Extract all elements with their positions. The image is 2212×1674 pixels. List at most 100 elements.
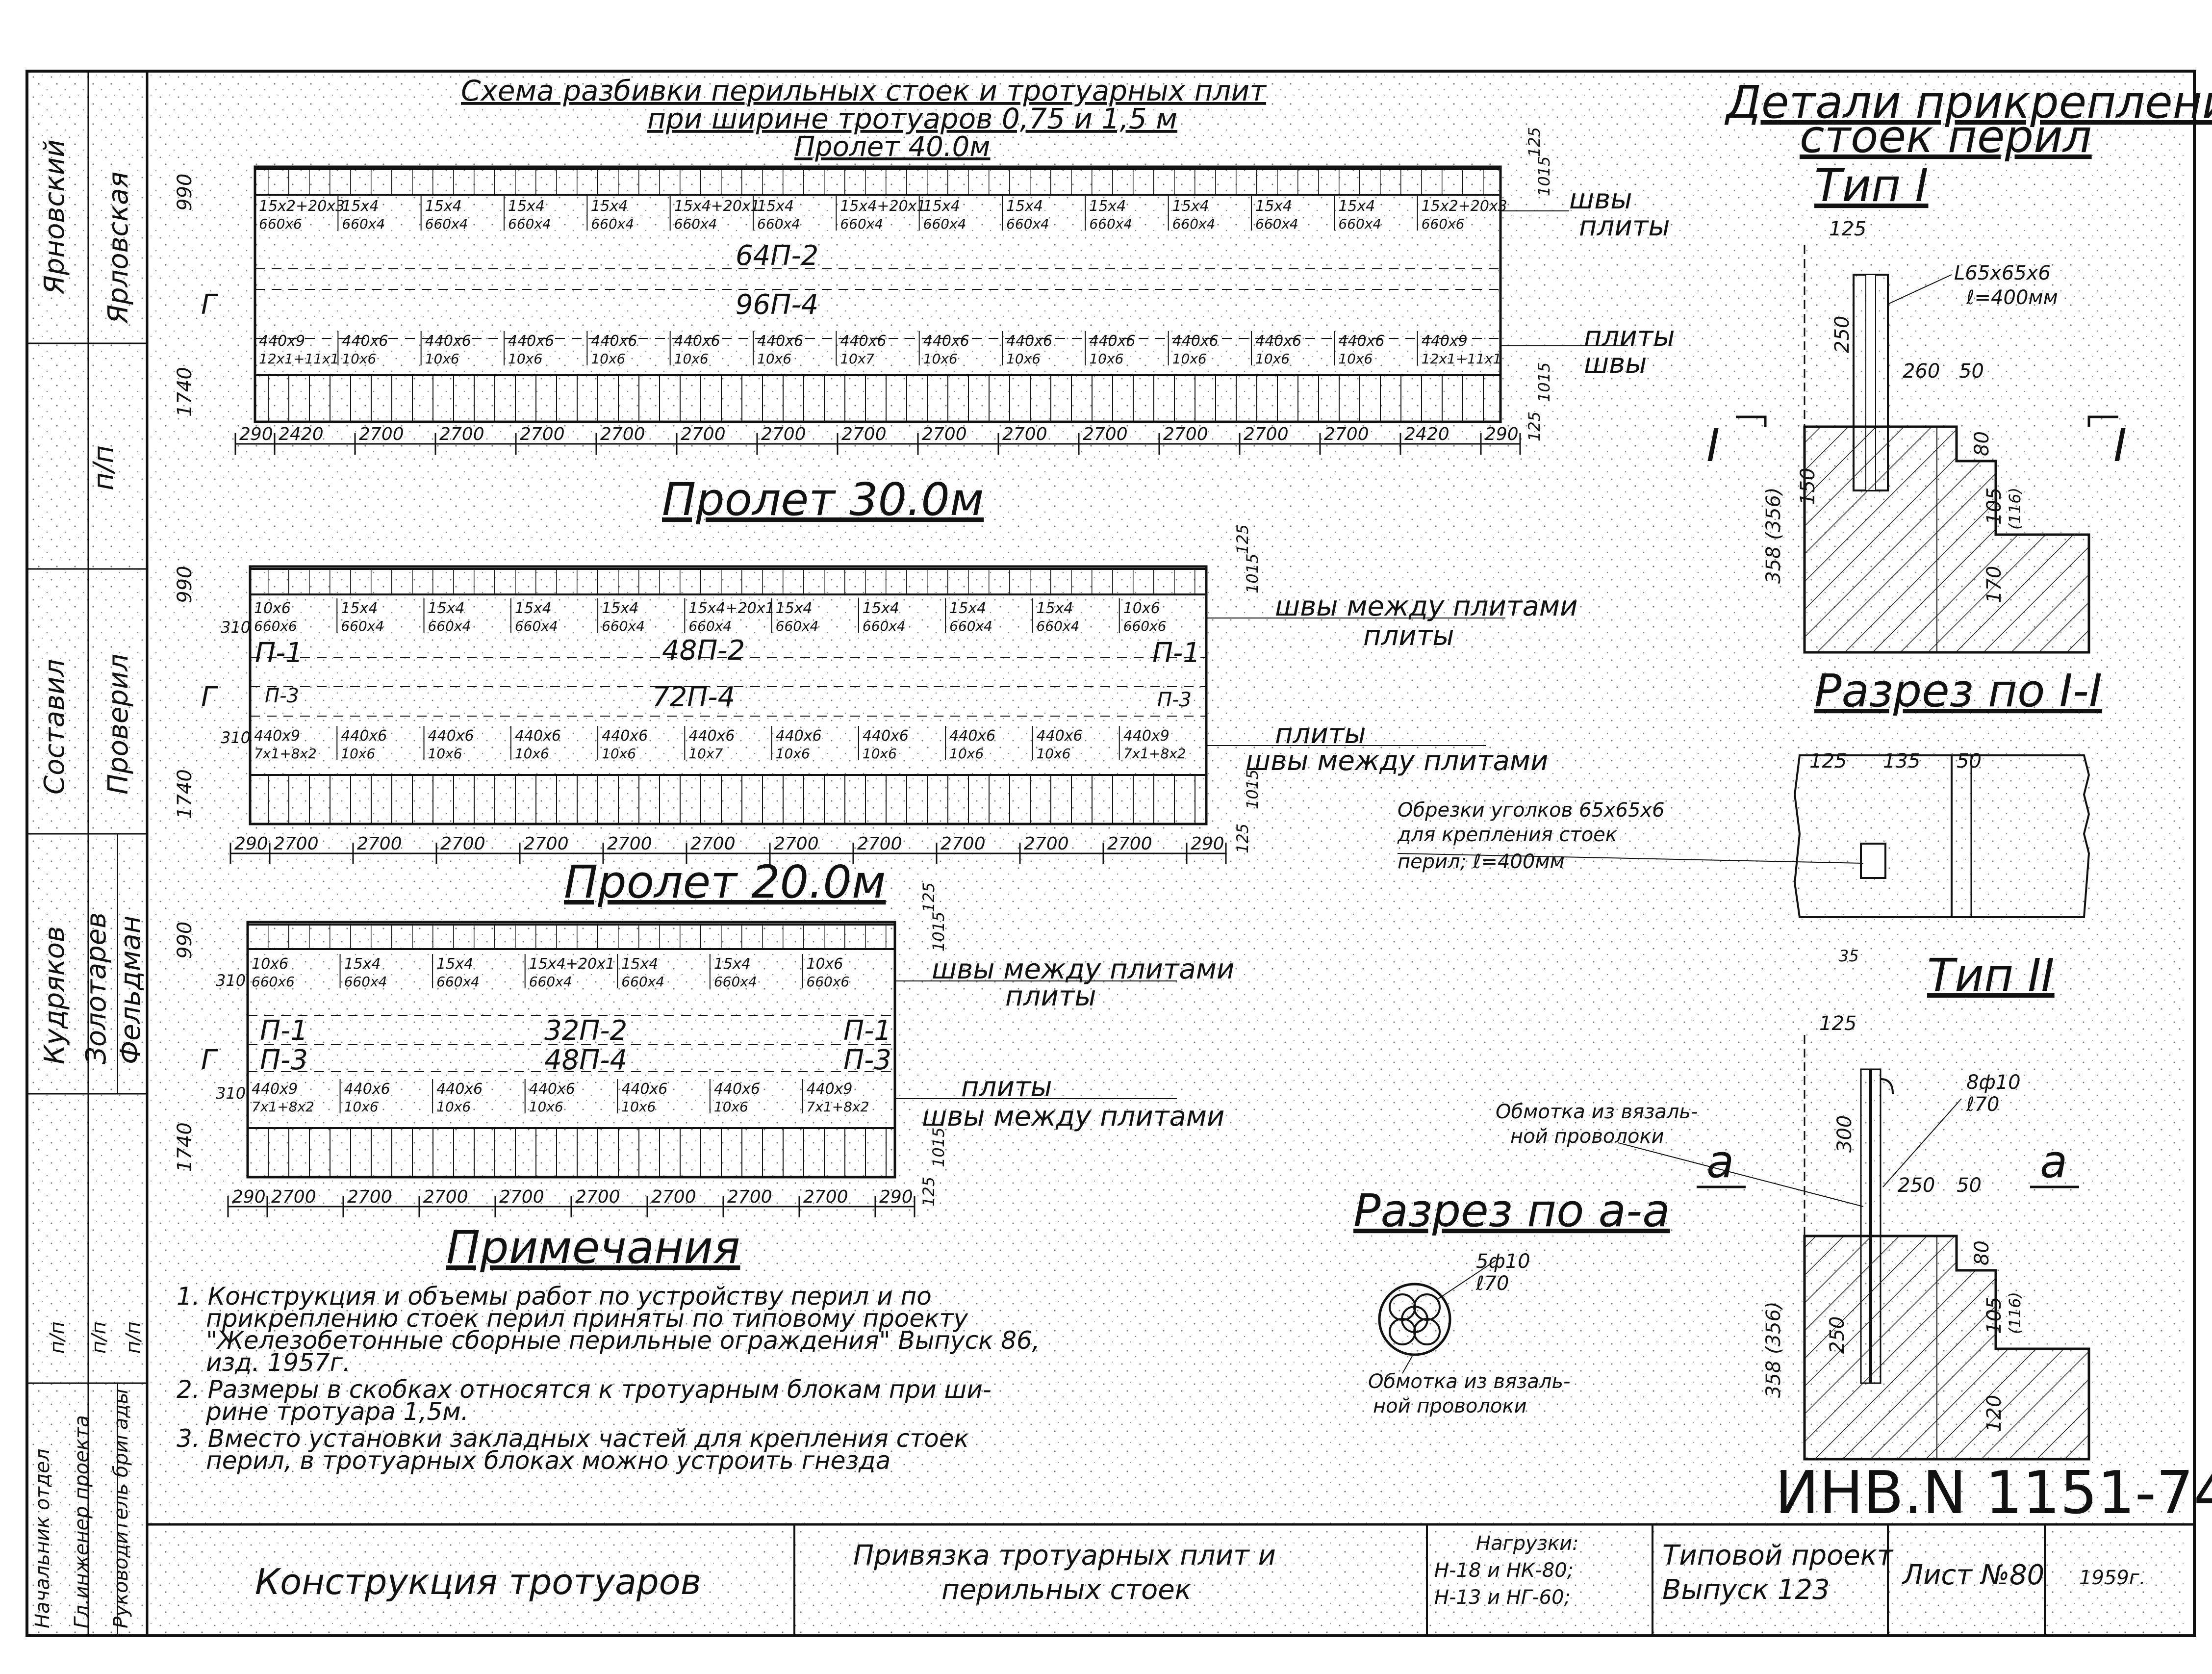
span30-bot-mark2: 10x6 xyxy=(949,746,984,762)
span-40-side-r1: 125 xyxy=(1525,127,1544,157)
span30-bot-mark: 440x6 xyxy=(863,727,909,745)
span-20-slab-2: 48П-4 xyxy=(544,1044,627,1076)
span30-bot-mark2: 10x6 xyxy=(428,746,462,762)
span20-dim: 2700 xyxy=(271,1187,316,1207)
span40-bot-mark2: 10x6 xyxy=(342,351,376,367)
span40-top-mark2: 660x4 xyxy=(840,216,883,232)
span40-bot-mark: 440x6 xyxy=(425,333,471,350)
span30-top-mark: 15x4 xyxy=(949,600,986,617)
span-20-side-990: 990 xyxy=(174,922,196,959)
span20-top-mark: 15x4 xyxy=(436,955,473,973)
span-20-side-310b: 310 xyxy=(216,1084,246,1103)
details-title-1: Детали прикрепления xyxy=(1724,76,2212,129)
title-sub-2: перильных стоек xyxy=(941,1574,1192,1606)
span30-dim: 2700 xyxy=(274,834,319,854)
span40-top-mark2: 660x4 xyxy=(1006,216,1049,232)
span40-bot-mark2: 10x6 xyxy=(1172,351,1207,367)
span40-top-mark2: 660x4 xyxy=(1255,216,1298,232)
type2-wrap-1: Обмотка из вязаль- xyxy=(1496,1101,1698,1123)
span40-bot-mark2: 10x6 xyxy=(591,351,625,367)
span-20-side-r1: 125 xyxy=(919,882,938,912)
span40-bot-mark2: 10x6 xyxy=(757,351,791,367)
span40-top-mark: 15x4+20x1 xyxy=(840,198,926,215)
span20-dim: 290 xyxy=(879,1187,913,1207)
notes-line-8: перил, в тротуарных блоках можно устроит… xyxy=(206,1446,890,1475)
span40-bot-mark2: 10x6 xyxy=(1338,351,1373,367)
span30-dim: 2700 xyxy=(1107,834,1152,854)
span40-top-mark: 15x4 xyxy=(1006,198,1043,215)
section-a-mark-left: а xyxy=(1706,1135,1734,1188)
notes-line-3: "Железобетонные сборные перильные огражд… xyxy=(206,1326,1040,1355)
span40-dim: 2700 xyxy=(600,424,645,444)
span40-bot-mark2: 10x6 xyxy=(674,351,709,367)
span30-top-mark2: 660x4 xyxy=(1036,618,1079,634)
span40-top-mark: 15x4 xyxy=(591,198,628,215)
type1-dim-80: 80 xyxy=(1971,431,1993,456)
type1-length: ℓ=400мм xyxy=(1966,286,2058,309)
span-30-side-r3: 1015 xyxy=(1243,770,1262,809)
type1-dim-260: 260 xyxy=(1903,360,1940,383)
span30-bot-mark: 440x9 xyxy=(254,727,300,745)
inventory-stamp: ИНВ.N 1151-74 xyxy=(1775,1459,2212,1527)
span30-top-mark2: 660x6 xyxy=(254,618,297,634)
span30-top-mark2: 660x4 xyxy=(602,618,645,634)
title-loads: Нагрузки: xyxy=(1476,1532,1579,1555)
strip-name-12: Начальник отдел xyxy=(31,1448,54,1628)
span30-dim: 290 xyxy=(1191,834,1224,854)
type1-dim-250: 250 xyxy=(1831,316,1854,353)
section-a-bar: 5ф10 xyxy=(1476,1250,1530,1273)
span30-dim: 2700 xyxy=(524,834,569,854)
span-30-slab-2: 72П-4 xyxy=(652,681,735,713)
span40-top-mark2: 660x4 xyxy=(425,216,468,232)
span30-bot-mark: 440x6 xyxy=(428,727,474,745)
span-40-label-seams2: швы xyxy=(1584,348,1647,380)
title-loads-2: Н-13 и НГ-60; xyxy=(1434,1586,1571,1609)
span40-bot-mark: 440x6 xyxy=(508,333,554,350)
section-a-len: ℓ70 xyxy=(1475,1272,1509,1295)
span-30-title: Пролет 30.0м xyxy=(662,473,984,526)
span-40-slab-1: 64П-2 xyxy=(736,240,818,272)
strip-name-3: п/п xyxy=(88,445,120,490)
span-40-side-r4: 125 xyxy=(1525,412,1544,441)
span-20-side-r3: 1015 xyxy=(929,1128,948,1167)
span-20-side-r4: 125 xyxy=(919,1177,938,1207)
span30-top-mark: 15x4 xyxy=(1036,600,1073,617)
type2-dim-80: 80 xyxy=(1971,1240,1993,1265)
span-30-side-r1: 125 xyxy=(1233,524,1252,554)
strip-name-13: Гл.инженер проекта xyxy=(71,1415,93,1628)
span40-bot-mark: 440x9 xyxy=(1422,333,1468,350)
span40-top-mark2: 660x4 xyxy=(674,216,717,232)
span40-bot-mark2: 10x6 xyxy=(1006,351,1041,367)
notes-line-1: 1. Конструкция и объемы работ по устройс… xyxy=(177,1282,932,1311)
span40-top-mark2: 660x4 xyxy=(1089,216,1132,232)
span-40-slab-2: 96П-4 xyxy=(736,289,818,321)
span30-top-mark: 15x4 xyxy=(863,600,899,617)
span20-top-mark: 15x4 xyxy=(621,955,658,973)
span20-top-mark2: 660x4 xyxy=(344,974,387,990)
type1-dim-150: 150 xyxy=(1797,468,1819,505)
strip-name-4: Составил xyxy=(39,659,71,795)
span40-bot-mark: 440x6 xyxy=(923,333,969,350)
span-30-side-990: 990 xyxy=(174,566,196,603)
span30-bot-mark2: 10x6 xyxy=(602,746,636,762)
span40-top-mark2: 660x4 xyxy=(342,216,385,232)
span30-bot-mark2: 10x6 xyxy=(1036,746,1070,762)
span-20-slab-1: 32П-2 xyxy=(544,1015,627,1047)
section-i-dim-135: 135 xyxy=(1883,750,1920,773)
span40-dim: 290 xyxy=(239,424,273,444)
span40-dim: 2700 xyxy=(359,424,404,444)
strip-name-2: Ярловская xyxy=(102,172,134,324)
span-30-slab-1: 48П-2 xyxy=(662,635,745,667)
span30-bot-mark: 440x6 xyxy=(341,727,387,745)
title-main: Конструкция тротуаров xyxy=(255,1561,701,1602)
span-30-label-seams: швы между плитами xyxy=(1275,591,1577,622)
title-project-2: Выпуск 123 xyxy=(1662,1574,1830,1606)
span40-top-mark2: 660x6 xyxy=(1422,216,1465,232)
span40-bot-mark: 440x6 xyxy=(674,333,720,350)
span30-top-mark: 15x4 xyxy=(515,600,552,617)
span-20-side-g: Г xyxy=(201,1044,218,1076)
title-block: Конструкция тротуаров Привязка тротуарны… xyxy=(255,1524,2146,1636)
section-i-mark-left: I xyxy=(1706,419,1720,472)
type2-dim-125: 125 xyxy=(1819,1012,1856,1035)
type2-dim-300: 300 xyxy=(1833,1115,1856,1153)
